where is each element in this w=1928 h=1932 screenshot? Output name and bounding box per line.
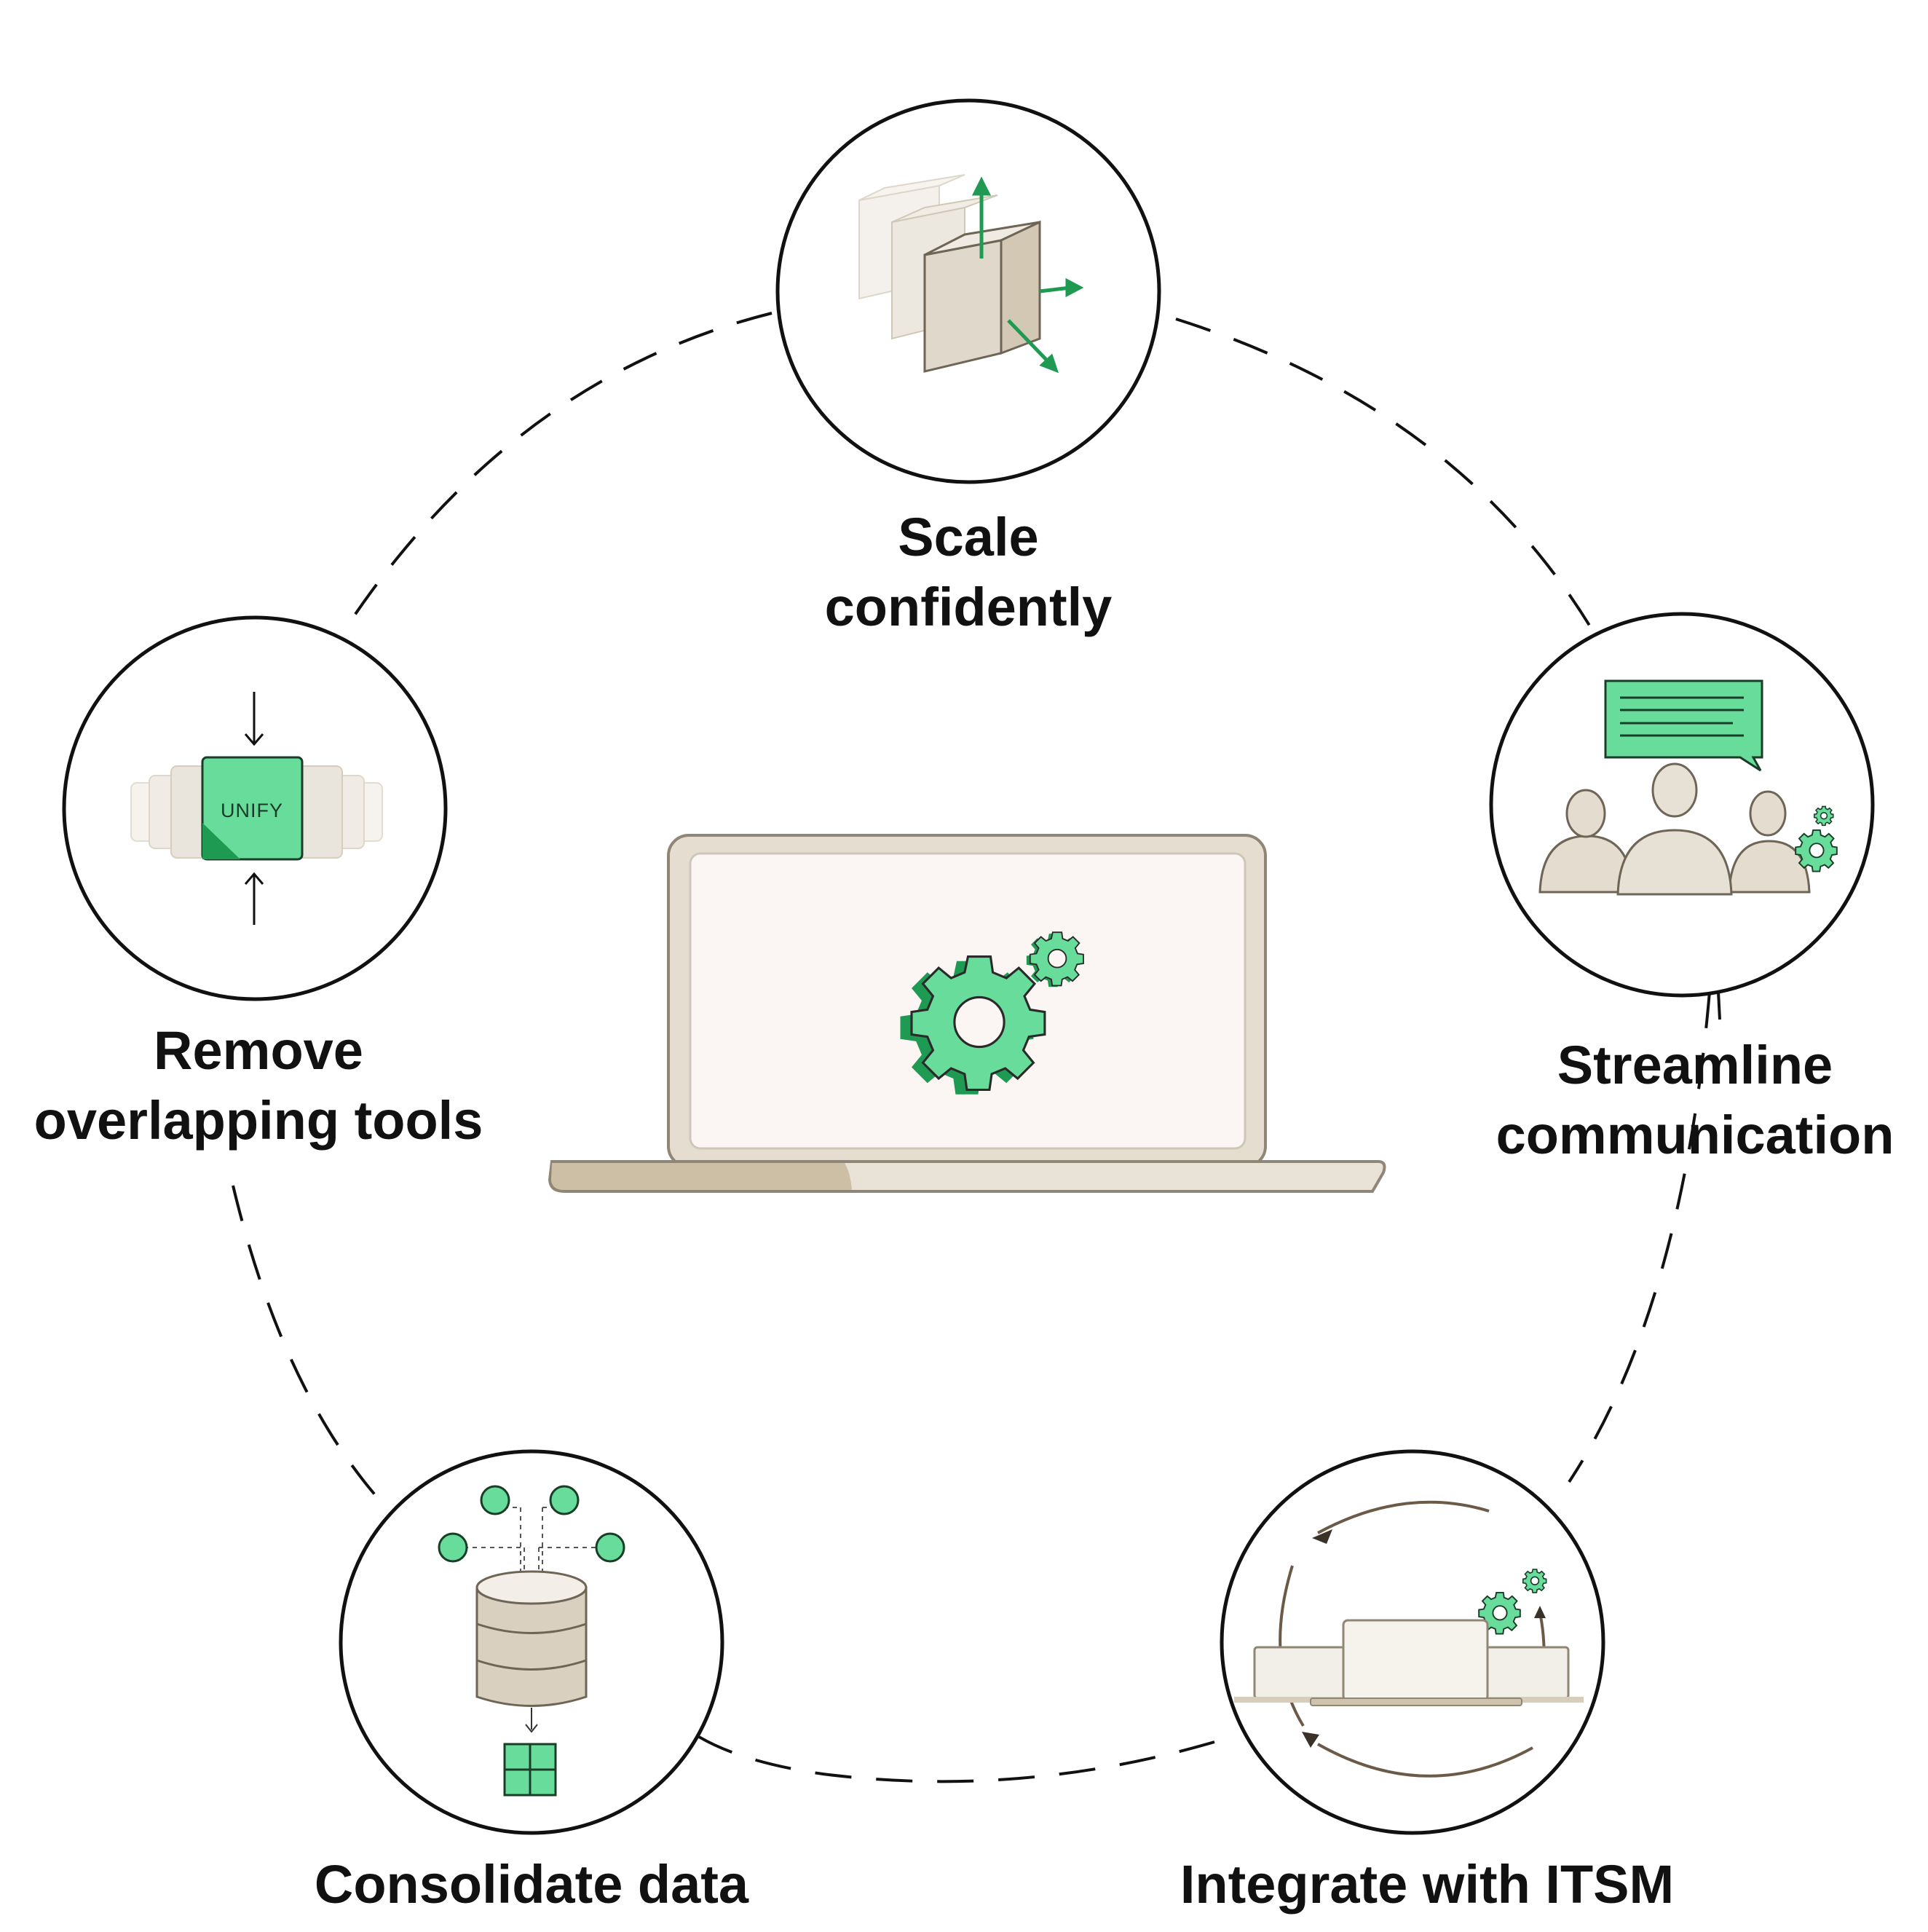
consolidate-label-line1: Consolidate data — [314, 1854, 749, 1915]
consolidate-node — [339, 1449, 724, 1835]
scale-label: Scale confidently — [750, 502, 1187, 642]
integration-cycle-icon — [1234, 1500, 1584, 1778]
integrate-node — [1220, 1449, 1605, 1835]
streamline-node — [1489, 612, 1875, 998]
integrate-label-line1: Integrate with ITSM — [1180, 1854, 1675, 1915]
remove-label-line2: overlapping tools — [33, 1090, 483, 1151]
laptop-with-gears-icon — [548, 834, 1386, 1193]
streamline-label: Streamline communication — [1469, 1030, 1921, 1170]
unify-stack-icon: UNIFY — [130, 692, 383, 925]
scale-node — [775, 98, 1161, 484]
scale-label-line2: confidently — [824, 577, 1113, 637]
database-icon — [438, 1485, 625, 1797]
scaling-cubes-icon — [858, 174, 1084, 374]
dashed-ring — [232, 312, 1711, 1783]
streamline-label-line2: communication — [1496, 1105, 1895, 1165]
consolidate-label: Consolidate data — [277, 1850, 786, 1920]
scale-label-line1: Scale — [898, 507, 1039, 567]
ring-stubs — [1717, 991, 1721, 1020]
remove-node: UNIFY — [62, 615, 448, 1001]
remove-label-line1: Remove — [154, 1020, 363, 1081]
streamline-label-line1: Streamline — [1557, 1035, 1833, 1095]
team-chat-icon — [1538, 679, 1838, 896]
integrate-label: Integrate with ITSM — [1136, 1850, 1718, 1920]
unify-label: UNIFY — [221, 800, 283, 821]
remove-label: Remove overlapping tools — [0, 1016, 517, 1156]
